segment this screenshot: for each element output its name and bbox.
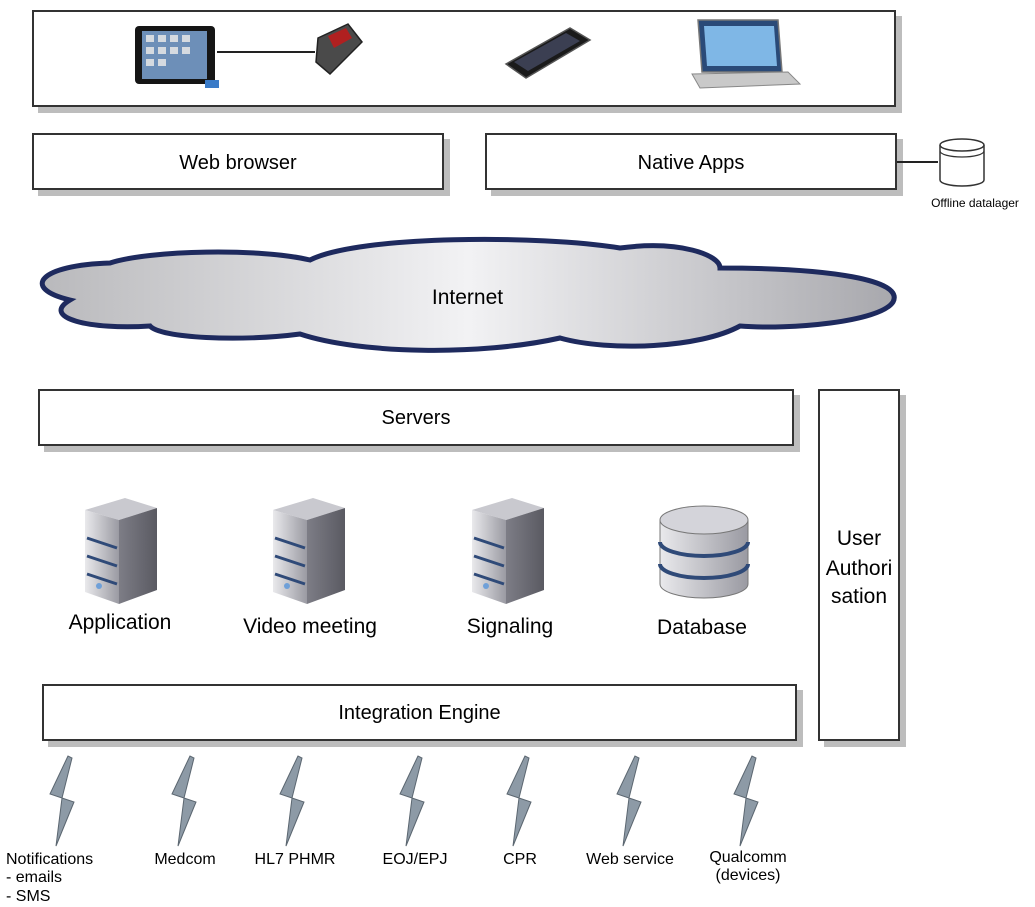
internet-cloud [39, 236, 897, 353]
offline-storage-art [897, 138, 985, 187]
server-label-application: Application [68, 611, 172, 634]
lightning-icon [506, 755, 532, 847]
lightning-icon [49, 755, 75, 847]
integration-qualcomm: Qualcomm (devices) [693, 849, 803, 886]
native-apps-box: Native Apps [485, 133, 897, 190]
integration-notifications: Notifications - emails - SMS [6, 851, 116, 906]
integration-engine-label: Integration Engine [338, 702, 501, 724]
devices-art [135, 19, 802, 89]
laptop-icon [691, 19, 802, 89]
integration-web-service: Web service [586, 851, 674, 868]
smartphone-icon [504, 27, 592, 79]
user-authorisation-line-2: Authori [825, 557, 893, 580]
integration-label: Qualcomm [709, 849, 787, 866]
database-server-icon [658, 505, 750, 599]
integration-sub-label: - SMS [6, 887, 51, 905]
server-label-database: Database [657, 616, 747, 639]
servers-label: Servers [381, 407, 451, 429]
user-authorisation-line-1: User [836, 527, 882, 550]
integration-engine-box: Integration Engine [42, 684, 797, 741]
integration-hl7-phmr: HL7 PHMR [254, 851, 336, 868]
integration-sub-label: - emails [6, 869, 63, 887]
integration-sub-label: (devices) [715, 867, 781, 885]
servers-box: Servers [38, 389, 794, 446]
internet-label: Internet [431, 286, 504, 309]
user-authorisation-box: User Authori sation [818, 389, 900, 741]
lightning-icon [279, 755, 305, 847]
lightning-icon [399, 755, 425, 847]
integration-label: Notifications [6, 851, 94, 868]
lightning-icon [733, 755, 759, 847]
web-browser-box: Web browser [32, 133, 444, 190]
server-icons [85, 498, 750, 604]
application-server-icon [85, 498, 157, 604]
server-label-video-meeting: Video meeting [243, 615, 377, 638]
integration-cpr: CPR [503, 851, 537, 868]
video-meeting-server-icon [273, 498, 345, 604]
integration-eoj-epj: EOJ/EPJ [382, 851, 448, 868]
database-icon [939, 138, 985, 187]
web-browser-label: Web browser [179, 152, 297, 174]
offline-storage-label: Offline datalager [931, 196, 1019, 210]
integration-medcom: Medcom [154, 851, 216, 868]
signaling-server-icon [472, 498, 544, 604]
lightning-icon [171, 755, 197, 847]
server-label-signaling: Signaling [466, 615, 554, 638]
user-authorisation-line-3: sation [830, 585, 888, 608]
integration-connectors [49, 755, 759, 847]
pulse-oximeter-icon [315, 23, 363, 76]
tablet-icon [135, 26, 219, 88]
native-apps-label: Native Apps [637, 152, 745, 174]
lightning-icon [616, 755, 642, 847]
